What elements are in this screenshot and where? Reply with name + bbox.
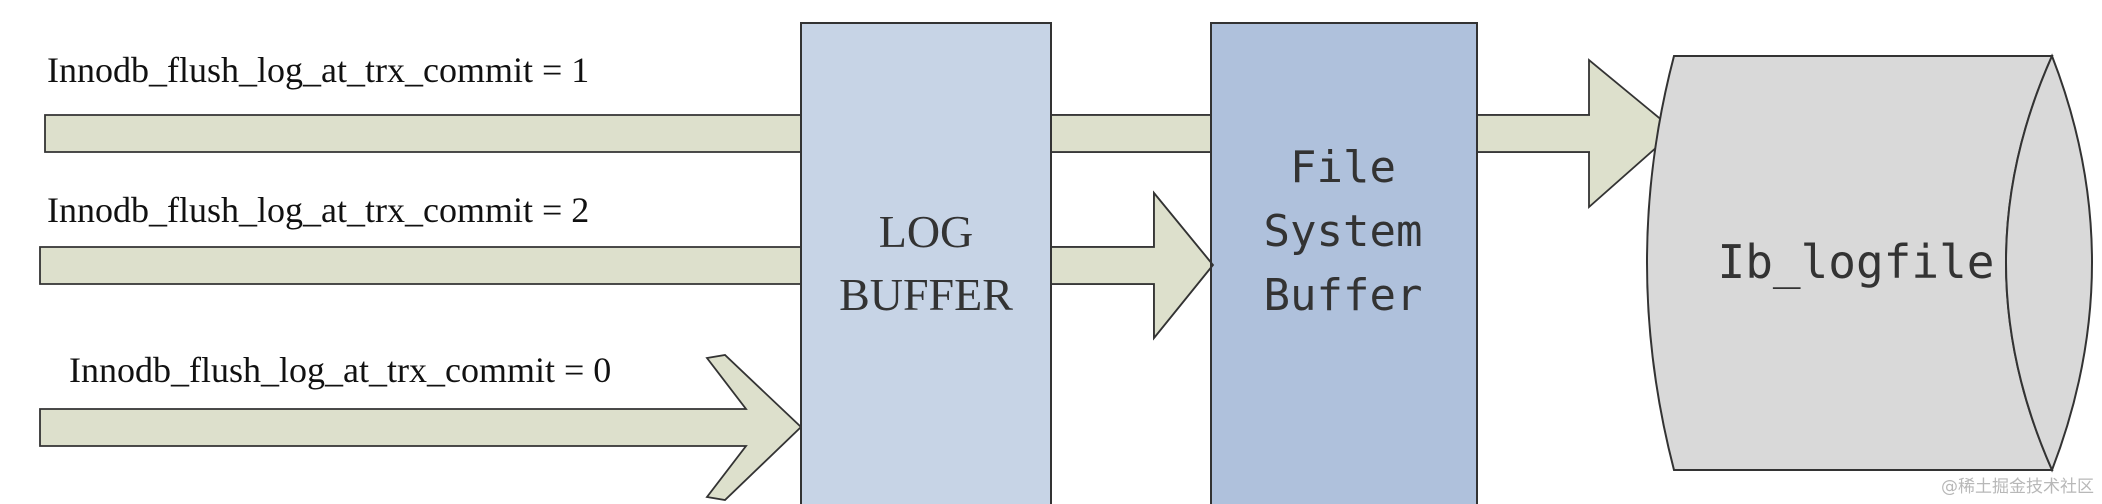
fs-buffer-label-line2: System [1264, 206, 1423, 257]
setting-label-0: Innodb_flush_log_at_trx_commit = 0 [69, 350, 611, 390]
log-buffer-label-line2: BUFFER [839, 269, 1013, 320]
file-system-buffer-box [1210, 22, 1478, 504]
arrow-commit-1-right-segment [1477, 115, 1590, 152]
log-buffer-box [800, 22, 1052, 504]
logfile-label: Ib_logfile [1718, 235, 1995, 289]
arrow-commit-2-middle-segment [1050, 190, 1215, 341]
arrow-commit-0 [39, 354, 803, 501]
fs-buffer-label-line1: File [1290, 142, 1396, 193]
watermark: @稀土掘金技术社区 [1941, 477, 2094, 497]
fs-buffer-label-line3: Buffer [1264, 270, 1423, 321]
logfile-cylinder-end [2005, 53, 2093, 473]
log-buffer-border [800, 22, 1052, 504]
setting-label-1: Innodb_flush_log_at_trx_commit = 1 [47, 50, 589, 90]
setting-label-2: Innodb_flush_log_at_trx_commit = 2 [47, 190, 589, 230]
log-buffer-label-line1: LOG [879, 206, 974, 257]
file-system-buffer-border [1210, 22, 1478, 504]
arrow-commit-1-middle-segment [1051, 115, 1211, 152]
